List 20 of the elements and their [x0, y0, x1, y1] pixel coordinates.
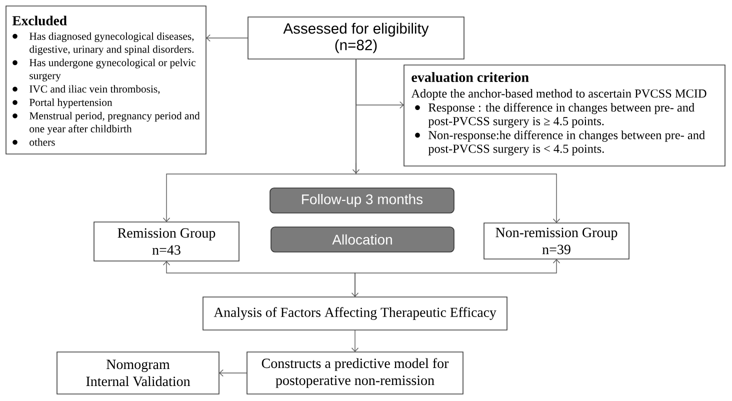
- list-box: [404, 64, 726, 166]
- list-item: Has diagnosed gynecological diseases, digestive, urinary and spinal disorders.: [30, 32, 194, 55]
- list-box: [6, 6, 206, 154]
- list-item: Response : the difference in changes between pre- and post-PVCSS surgery is ≥ 4.5 points.: [428, 102, 694, 128]
- stage-banner: Allocation: [270, 226, 454, 252]
- group-box: Non-remission Group n=39: [484, 222, 630, 260]
- group-box: Remission Group n=43: [94, 222, 240, 262]
- process-box: Analysis of Factors Affecting Therapeutic Efficacy: [202, 296, 508, 330]
- list-item: Has undergone gynecological or pelvic surgery: [30, 58, 196, 82]
- heading: evaluation criterion: [412, 72, 529, 82]
- list-item: IVC and iliac vein thrombosis,: [30, 85, 160, 94]
- list-item: others: [30, 138, 55, 146]
- list-item: Portal hypertension: [30, 98, 112, 108]
- heading: Excluded: [12, 16, 67, 26]
- list-item: Non-response:he difference in changes between pre- and post-PVCSS surgery is < 4.5 points.: [428, 130, 705, 156]
- process-box: Constructs a predictive model for postoperative non-remission: [246, 352, 464, 394]
- process-box: Assessed for eligibility (n=82): [248, 16, 464, 60]
- stage-banner: Follow-up 3 months: [270, 188, 454, 214]
- process-box: Nomogram Internal Validation: [56, 352, 220, 394]
- text: Adopte the anchor-based method to ascertain PVCSS MCID: [411, 89, 706, 100]
